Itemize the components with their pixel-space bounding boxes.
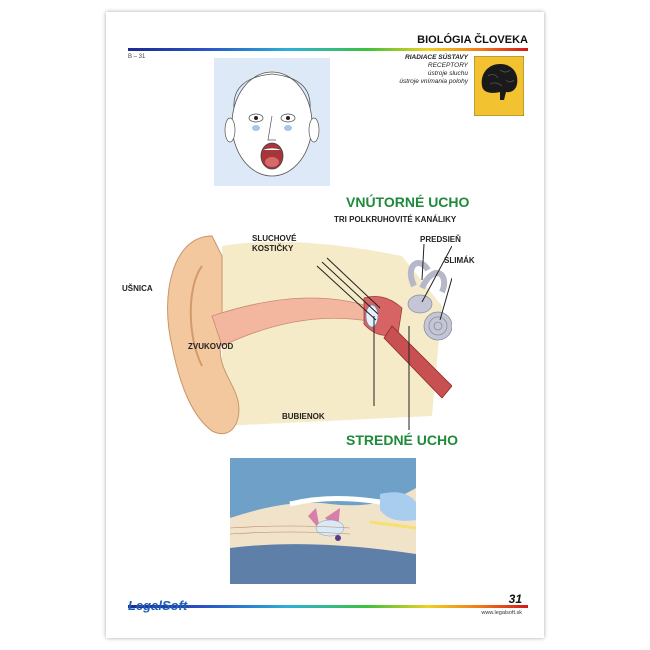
label-cochlea: SLIMÁK — [444, 256, 475, 265]
worksheet-page: BIOLÓGIA ČLOVEKA B – 31 RIADIACE SÚSTAVY… — [106, 12, 544, 638]
ear-cross-section — [152, 216, 453, 444]
label-ossicles: SLUCHOVÉ KOSTIČKY — [252, 234, 297, 253]
face-illustration — [214, 58, 330, 186]
label-semicircular-canals: TRI POLKRUHOVITÉ KANÁLIKY — [334, 215, 457, 224]
label-eardrum: BUBIENOK — [282, 412, 325, 421]
legalsoft-logo: LegalSoft — [128, 598, 188, 613]
sheet-code: B – 31 — [128, 54, 146, 60]
label-middle-ear: STREDNÉ UCHO — [346, 432, 459, 448]
page-number: 31 — [508, 592, 522, 606]
footer-url: www.legalsoft.sk — [481, 610, 522, 616]
footer-rainbow-line — [128, 605, 528, 608]
topic-1: ústroje sluchu — [427, 70, 468, 77]
label-auricle: UŠNICA — [122, 284, 153, 293]
category-label: RIADIACE SÚSTAVY — [405, 54, 468, 61]
page-title: BIOLÓGIA ČLOVEKA — [417, 34, 528, 46]
topic-2: ústroje vnímania polohy — [399, 78, 468, 85]
label-vestibule: PREDSIEŇ — [420, 235, 461, 244]
label-ear-canal: ZVUKOVOD — [188, 342, 234, 351]
subcategory-label: RECEPTORY — [427, 62, 468, 69]
header-subtitle: RIADIACE SÚSTAVY RECEPTORY ústroje sluch… — [308, 54, 468, 86]
brain-icon — [473, 55, 525, 117]
organ-of-corti-illustration — [229, 458, 417, 584]
header-rainbow-line — [128, 48, 528, 51]
label-inner-ear: VNÚTORNÉ UCHO — [346, 194, 470, 210]
